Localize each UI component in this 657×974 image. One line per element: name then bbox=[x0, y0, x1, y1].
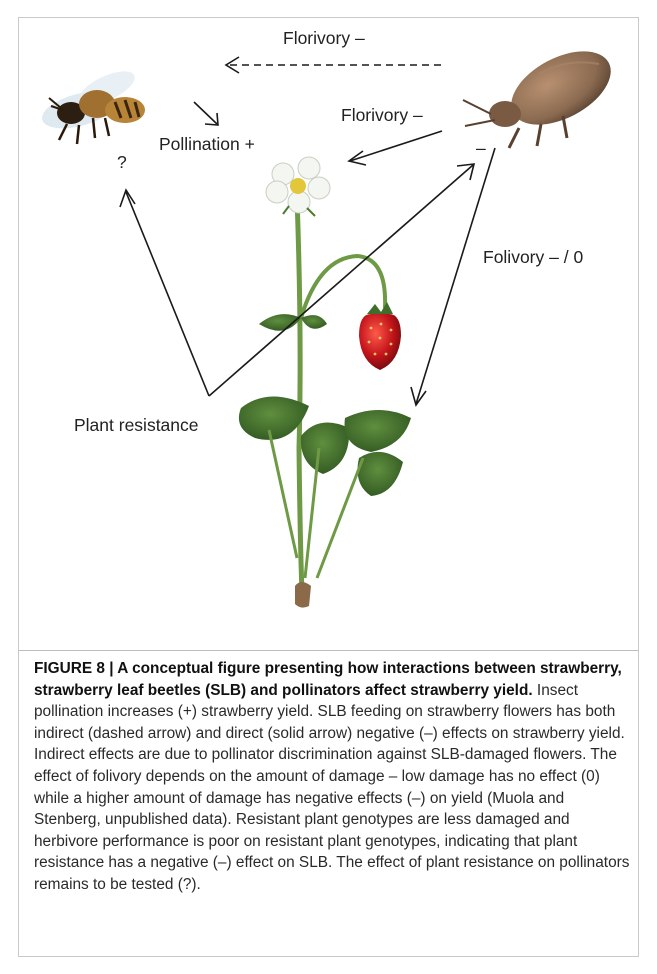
caption-divider bbox=[19, 650, 638, 651]
conceptual-figure: Florivory – Florivory – Pollination + ? … bbox=[19, 18, 638, 620]
arrow-bee-to-flower bbox=[194, 102, 218, 125]
pollination-label: Pollination + bbox=[159, 134, 255, 154]
beetle-illustration bbox=[463, 36, 623, 148]
caption-figure-number: FIGURE 8 | bbox=[34, 660, 117, 677]
arrow-beetle-folivory bbox=[411, 148, 495, 405]
figure-caption: FIGURE 8 | A conceptual figure presentin… bbox=[34, 658, 632, 896]
beetle-effect-label: – bbox=[476, 138, 486, 158]
dashed-arrow-florivory bbox=[226, 57, 441, 73]
strawberry-fruit-illustration bbox=[359, 302, 401, 370]
flower-illustration bbox=[266, 157, 330, 216]
arrow-resistance-to-pollinator bbox=[120, 190, 209, 396]
caption-body: Insect pollination increases (+) strawbe… bbox=[34, 682, 629, 893]
arrow-resistance-to-beetle bbox=[209, 164, 474, 396]
folivory-label: Folivory – / 0 bbox=[483, 247, 583, 267]
arrow-beetle-to-flower bbox=[349, 131, 442, 165]
question-label: ? bbox=[117, 152, 127, 172]
florivory-top-label: Florivory – bbox=[283, 28, 365, 48]
florivory-mid-label: Florivory – bbox=[341, 105, 423, 125]
strawberry-plant-illustration bbox=[239, 157, 411, 608]
bee-illustration bbox=[38, 64, 145, 144]
plant-resistance-label: Plant resistance bbox=[74, 415, 199, 435]
